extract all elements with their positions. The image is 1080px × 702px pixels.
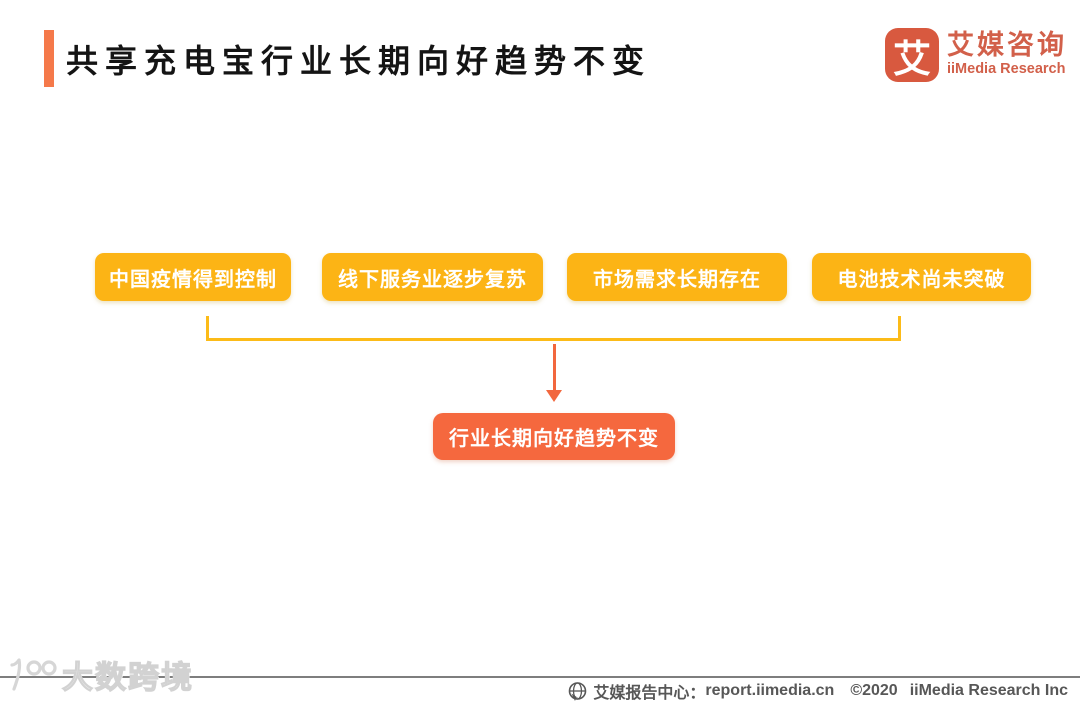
factor-box-offline-services-recovering: 线下服务业逐步复苏 (322, 253, 543, 301)
report-center-label: 艾媒报告中心： (593, 685, 706, 702)
bracket-connector (206, 316, 901, 341)
brand-name: 艾媒咨询 iiMedia Research (947, 28, 1067, 78)
factor-box-epidemic-controlled: 中国疫情得到控制 (95, 253, 291, 301)
footer: 艾媒报告中心： report.iimedia.cn ©2020 iiMedia … (567, 679, 1068, 702)
factor-box-market-demand: 市场需求长期存在 (567, 253, 787, 301)
site-watermark: 大数跨境 (4, 652, 194, 697)
brand-name-en: iiMedia Research (947, 61, 1066, 78)
factor-box-battery-tech: 电池技术尚未突破 (812, 253, 1031, 301)
brand-name-cn: 艾媒咨询 (947, 30, 1067, 60)
report-center-globe-icon (567, 681, 588, 702)
watermark-logo-icon (4, 655, 58, 695)
company-name: iiMedia Research Inc (909, 682, 1068, 699)
title-accent-bar (44, 30, 54, 87)
footer-divider (0, 676, 1080, 678)
watermark-text: 大数跨境 (61, 659, 194, 695)
conclusion-box: 行业长期向好趋势不变 (433, 413, 675, 460)
iimedia-logo-icon: 艾 (885, 28, 939, 82)
report-center-url: report.iimedia.cn (705, 682, 835, 699)
down-arrow-head (546, 390, 562, 402)
down-arrow-stem (553, 344, 556, 392)
brand-logo: 艾 艾媒咨询 iiMedia Research (885, 28, 1067, 82)
copyright-text: ©2020 (850, 682, 898, 699)
page-title: 共享充电宝行业长期向好趋势不变 (66, 42, 652, 79)
